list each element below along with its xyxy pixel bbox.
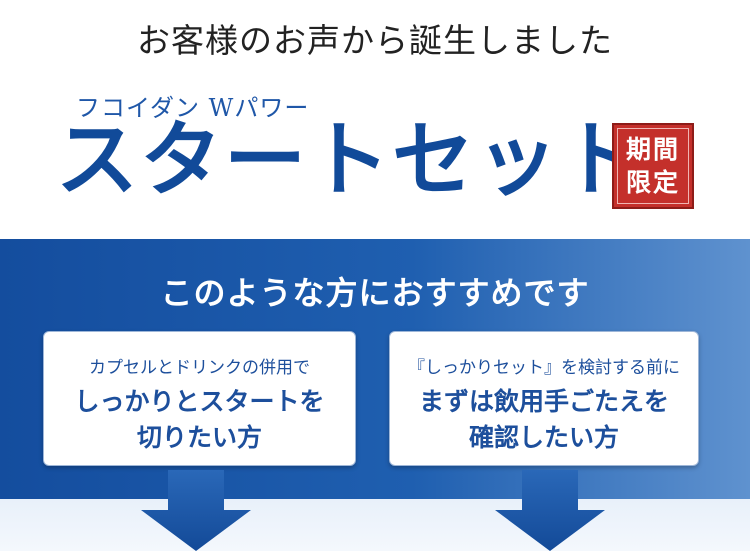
badge-line-1: 期間 bbox=[625, 135, 680, 164]
recommendation-card-2: 『しっかりセット』を検討する前に まずは飲用手ごたえを 確認したい方 bbox=[389, 331, 699, 466]
product-title: スタートセット bbox=[56, 112, 645, 208]
card-intro: 『しっかりセット』を検討する前に bbox=[408, 358, 680, 378]
down-arrow-icon bbox=[495, 470, 605, 551]
recommendation-heading: このような方におすすめです bbox=[160, 274, 590, 312]
product-subtitle: フコイダン Wパワー bbox=[76, 94, 310, 122]
card-emphasis: まずは飲用手ごたえを bbox=[418, 387, 669, 416]
down-arrow-icon bbox=[141, 470, 251, 551]
card-emphasis: 切りたい方 bbox=[136, 423, 262, 452]
lower-band bbox=[0, 499, 750, 551]
card-emphasis: 確認したい方 bbox=[468, 423, 619, 452]
limited-time-badge: 期間 限定 bbox=[612, 123, 694, 209]
badge-line-2: 限定 bbox=[625, 168, 680, 197]
card-emphasis: しっかりとスタートを bbox=[74, 387, 325, 416]
recommendation-card-1: カプセルとドリンクの併用で しっかりとスタートを 切りたい方 bbox=[43, 331, 356, 466]
tagline: お客様のお声から誕生しました bbox=[137, 21, 613, 60]
card-intro: カプセルとドリンクの併用で bbox=[89, 358, 310, 378]
